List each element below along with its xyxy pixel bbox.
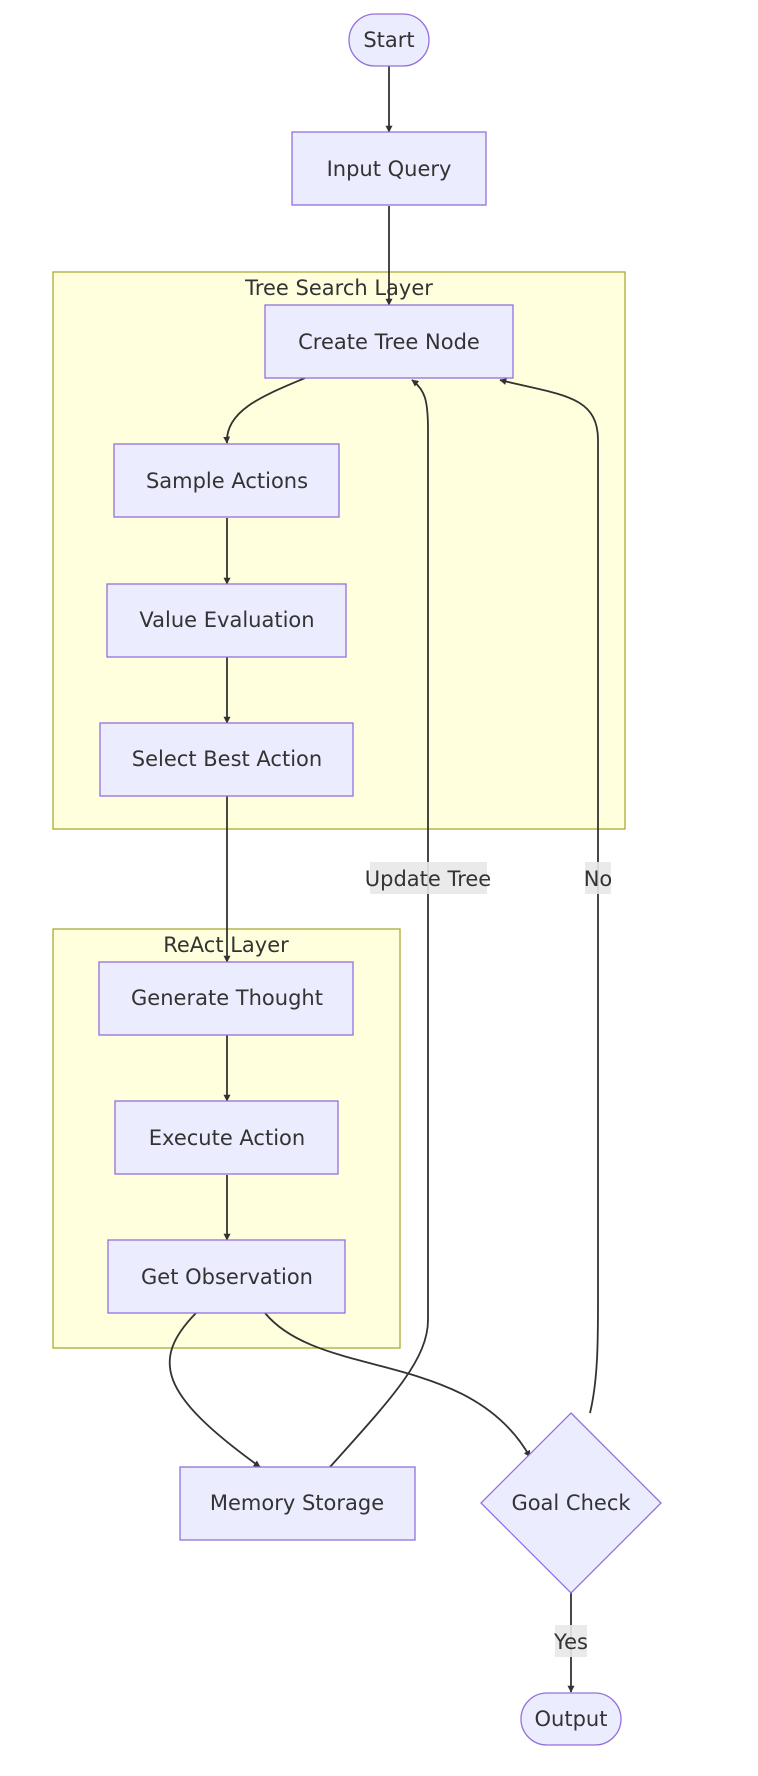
node-output: Output — [520, 1692, 622, 1746]
node-generate-thought: Generate Thought — [98, 961, 354, 1036]
edge-get-observation-to-memory-storage — [168, 1312, 261, 1468]
edge-label-update-tree: Update Tree — [365, 862, 491, 894]
edge-label-no: No — [584, 862, 613, 894]
svg-text:Value Evaluation: Value Evaluation — [139, 608, 314, 632]
node-input-query: Input Query — [291, 131, 487, 206]
svg-text:Get Observation: Get Observation — [141, 1265, 313, 1289]
cluster-tree-search-label: Tree Search Layer — [244, 276, 433, 300]
svg-text:No: No — [584, 867, 613, 891]
svg-text:Update Tree: Update Tree — [365, 867, 491, 891]
svg-text:Goal Check: Goal Check — [511, 1491, 631, 1515]
node-execute-action: Execute Action — [114, 1100, 339, 1175]
node-value-evaluation: Value Evaluation — [106, 583, 347, 658]
edges — [168, 66, 599, 1693]
svg-text:Start: Start — [363, 28, 414, 52]
svg-text:Yes: Yes — [553, 1630, 588, 1654]
edge-memory-storage-to-create-tree-node — [329, 379, 429, 1468]
edge-goal-check-to-create-tree-node — [499, 378, 599, 1414]
svg-text:Memory Storage: Memory Storage — [210, 1491, 384, 1515]
svg-text:Create Tree Node: Create Tree Node — [298, 330, 480, 354]
svg-text:Generate Thought: Generate Thought — [131, 986, 323, 1010]
svg-text:Sample Actions: Sample Actions — [146, 469, 308, 493]
svg-text:Input Query: Input Query — [327, 157, 452, 181]
node-start: Start — [348, 13, 430, 67]
node-goal-check: Goal Check — [480, 1412, 662, 1594]
edge-get-observation-to-goal-check — [264, 1312, 531, 1458]
edge-create-tree-node-to-sample-actions — [223, 377, 306, 444]
node-sample-actions: Sample Actions — [113, 443, 340, 518]
svg-text:Execute Action: Execute Action — [149, 1126, 305, 1150]
svg-text:Output: Output — [535, 1707, 608, 1731]
node-get-observation: Get Observation — [107, 1239, 346, 1314]
node-select-best-action: Select Best Action — [99, 722, 354, 797]
edge-label-yes: Yes — [553, 1625, 588, 1657]
svg-text:Select Best Action: Select Best Action — [132, 747, 322, 771]
node-memory-storage: Memory Storage — [179, 1466, 416, 1541]
node-create-tree-node: Create Tree Node — [264, 304, 514, 379]
